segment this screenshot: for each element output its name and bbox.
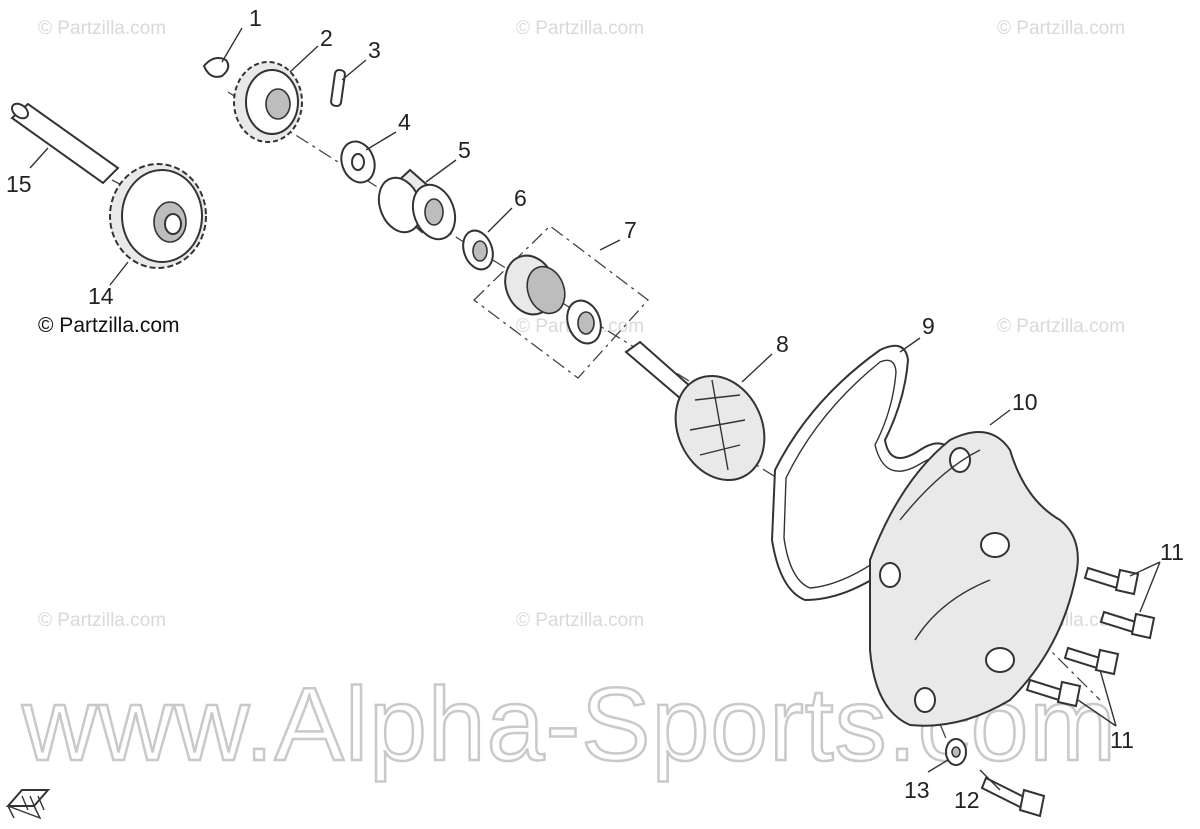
watermark-text: © Partzilla.com	[38, 610, 166, 631]
small-gear-part	[233, 61, 303, 143]
small-washer-part	[945, 738, 967, 766]
pin-part	[330, 68, 346, 108]
bearing-part	[377, 168, 457, 241]
callout-number: 11	[1160, 539, 1184, 565]
seal-ring-part	[462, 229, 494, 271]
leader-lines	[29, 27, 1161, 791]
impeller-part	[624, 340, 766, 482]
callout-number: 14	[88, 283, 114, 309]
watermark-text: © Partzilla.com	[516, 610, 644, 631]
bolt-set-part	[1025, 566, 1156, 708]
callout-number: 7	[624, 217, 637, 243]
clip-part	[202, 57, 230, 78]
pump-cover-part	[869, 431, 1079, 727]
callout-number: 9	[922, 313, 935, 339]
callout-labels: 1 2 3 4 5 6 7 8 9 10 11 11 12 13 14 15	[6, 5, 1184, 813]
seal-kit-part	[473, 225, 649, 379]
watermark-text: © Partzilla.com	[997, 316, 1125, 337]
callout-number: 1	[249, 5, 262, 31]
callout-number: 5	[458, 137, 471, 163]
callout-number: 12	[954, 787, 980, 813]
callout-number: 3	[368, 37, 381, 63]
callout-number: 2	[320, 25, 333, 51]
callout-number: 15	[6, 171, 32, 197]
callout-number: 10	[1012, 389, 1038, 415]
shaft-part	[10, 102, 120, 185]
callout-number: 4	[398, 109, 411, 135]
watermark-text: © Partzilla.com	[38, 18, 166, 39]
copyright-notice: © Partzilla.com	[38, 314, 180, 337]
callout-number: 13	[904, 777, 930, 803]
callout-number: 11	[1110, 727, 1134, 753]
callout-number: 6	[514, 185, 527, 211]
watermark-text: © Partzilla.com	[997, 18, 1125, 39]
callout-number: 8	[776, 331, 789, 357]
large-gear-part	[109, 163, 207, 269]
bolt-part	[980, 776, 1046, 818]
washer-part	[340, 140, 376, 184]
book-arrow-icon	[5, 789, 51, 820]
watermark-text: © Partzilla.com	[516, 18, 644, 39]
